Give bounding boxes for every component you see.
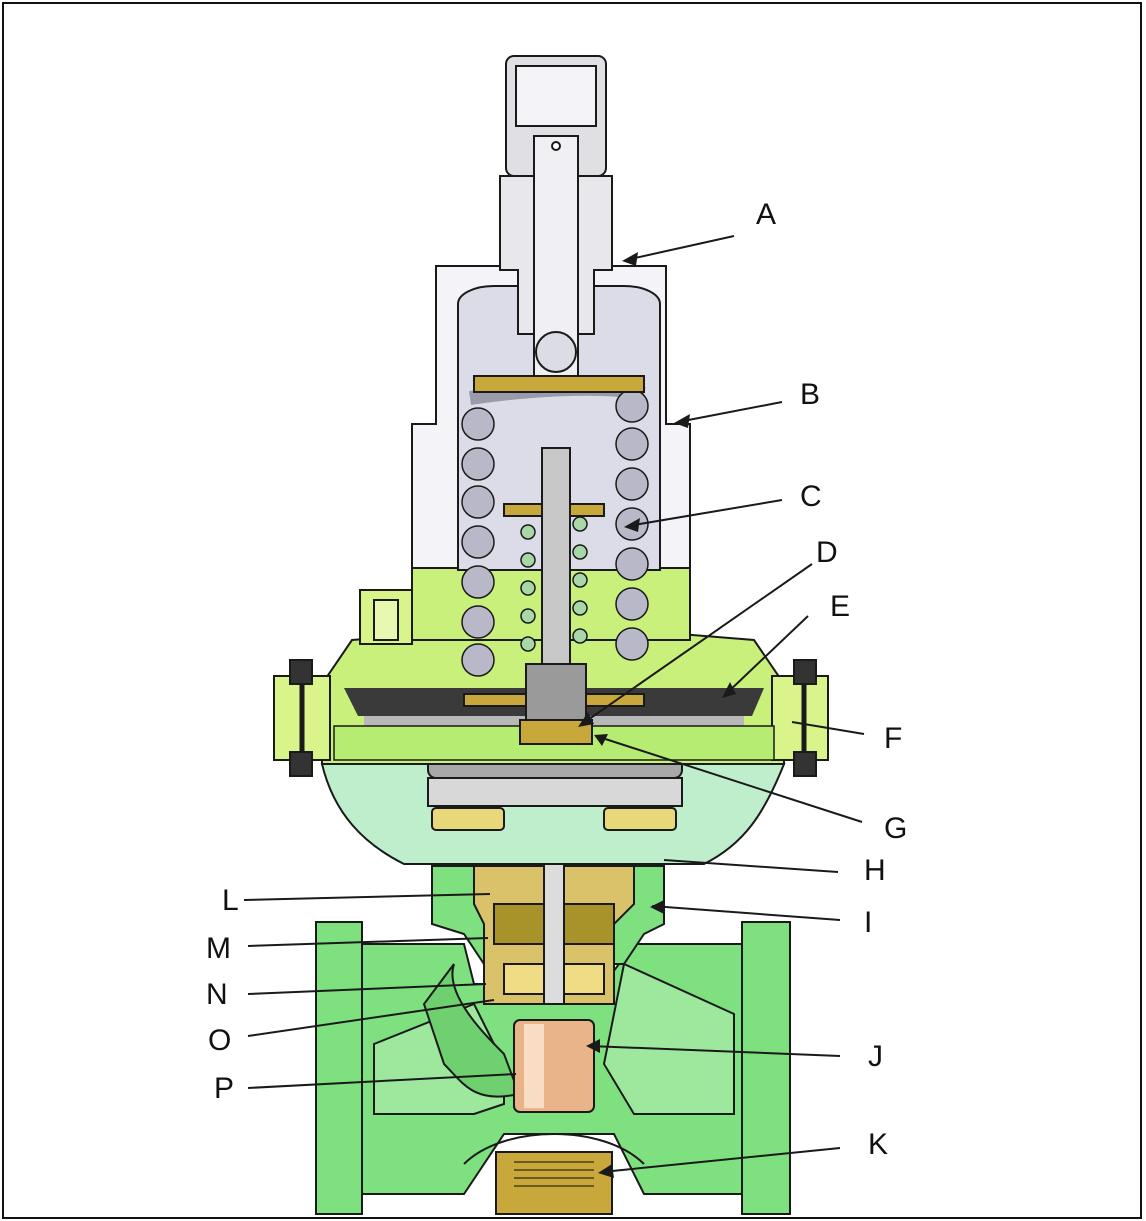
label-h: H	[864, 854, 886, 887]
label-b: B	[800, 378, 820, 411]
valve-cross-section: A B C D E F G H I J K L M N O P	[206, 55, 907, 1215]
label-a: A	[756, 198, 776, 231]
leader-lines	[243, 235, 865, 1173]
stem	[519, 447, 593, 745]
label-o: O	[208, 1024, 231, 1057]
label-f: F	[884, 722, 902, 755]
label-c: C	[800, 480, 822, 513]
vent-fitting	[359, 589, 413, 645]
label-j: J	[868, 1040, 883, 1073]
label-k: K	[868, 1128, 888, 1161]
label-n: N	[206, 978, 228, 1011]
seat-assembly	[473, 843, 635, 1005]
label-p: P	[214, 1072, 234, 1105]
label-g: G	[884, 812, 907, 845]
label-d: D	[816, 536, 838, 569]
leader-arrowheads	[578, 252, 736, 1178]
label-i: I	[864, 906, 872, 939]
adjusting-screw	[499, 55, 613, 377]
bottom-plug	[495, 1151, 613, 1215]
label-m: M	[206, 932, 231, 965]
valve-plug	[513, 1019, 595, 1113]
label-e: E	[830, 590, 850, 623]
label-l: L	[222, 884, 239, 917]
callout-labels: A B C D E F G H I J K L M N O P	[206, 198, 907, 1161]
